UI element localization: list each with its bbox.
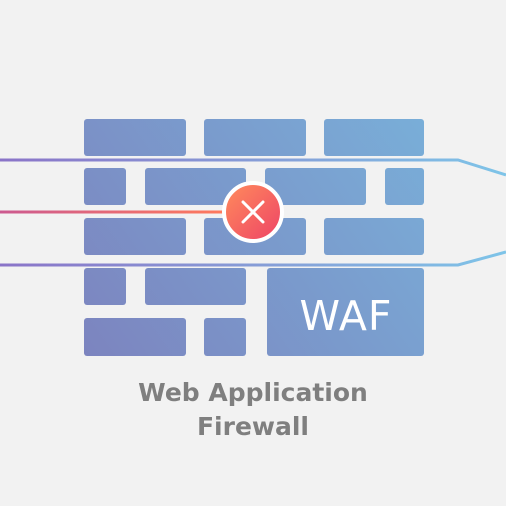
brick [84, 168, 126, 205]
brick [324, 119, 424, 156]
brick [84, 268, 126, 305]
brick [84, 318, 186, 356]
x-circle-icon [222, 181, 284, 243]
caption-line-1: Web Application [138, 378, 368, 407]
waf-block [267, 268, 424, 356]
allowed-traffic-lines [0, 158, 506, 267]
allowed-line-bottom [0, 250, 506, 267]
brick [145, 268, 246, 305]
brick [84, 218, 186, 255]
brick [324, 218, 424, 255]
caption-line-2: Firewall [196, 412, 310, 441]
brick [265, 168, 366, 205]
brick [204, 318, 246, 356]
allowed-line-top [0, 158, 506, 177]
brick [145, 168, 246, 205]
waf-label: WAF [300, 292, 393, 340]
brick [84, 119, 186, 156]
brick [204, 119, 306, 156]
brick [385, 168, 424, 205]
